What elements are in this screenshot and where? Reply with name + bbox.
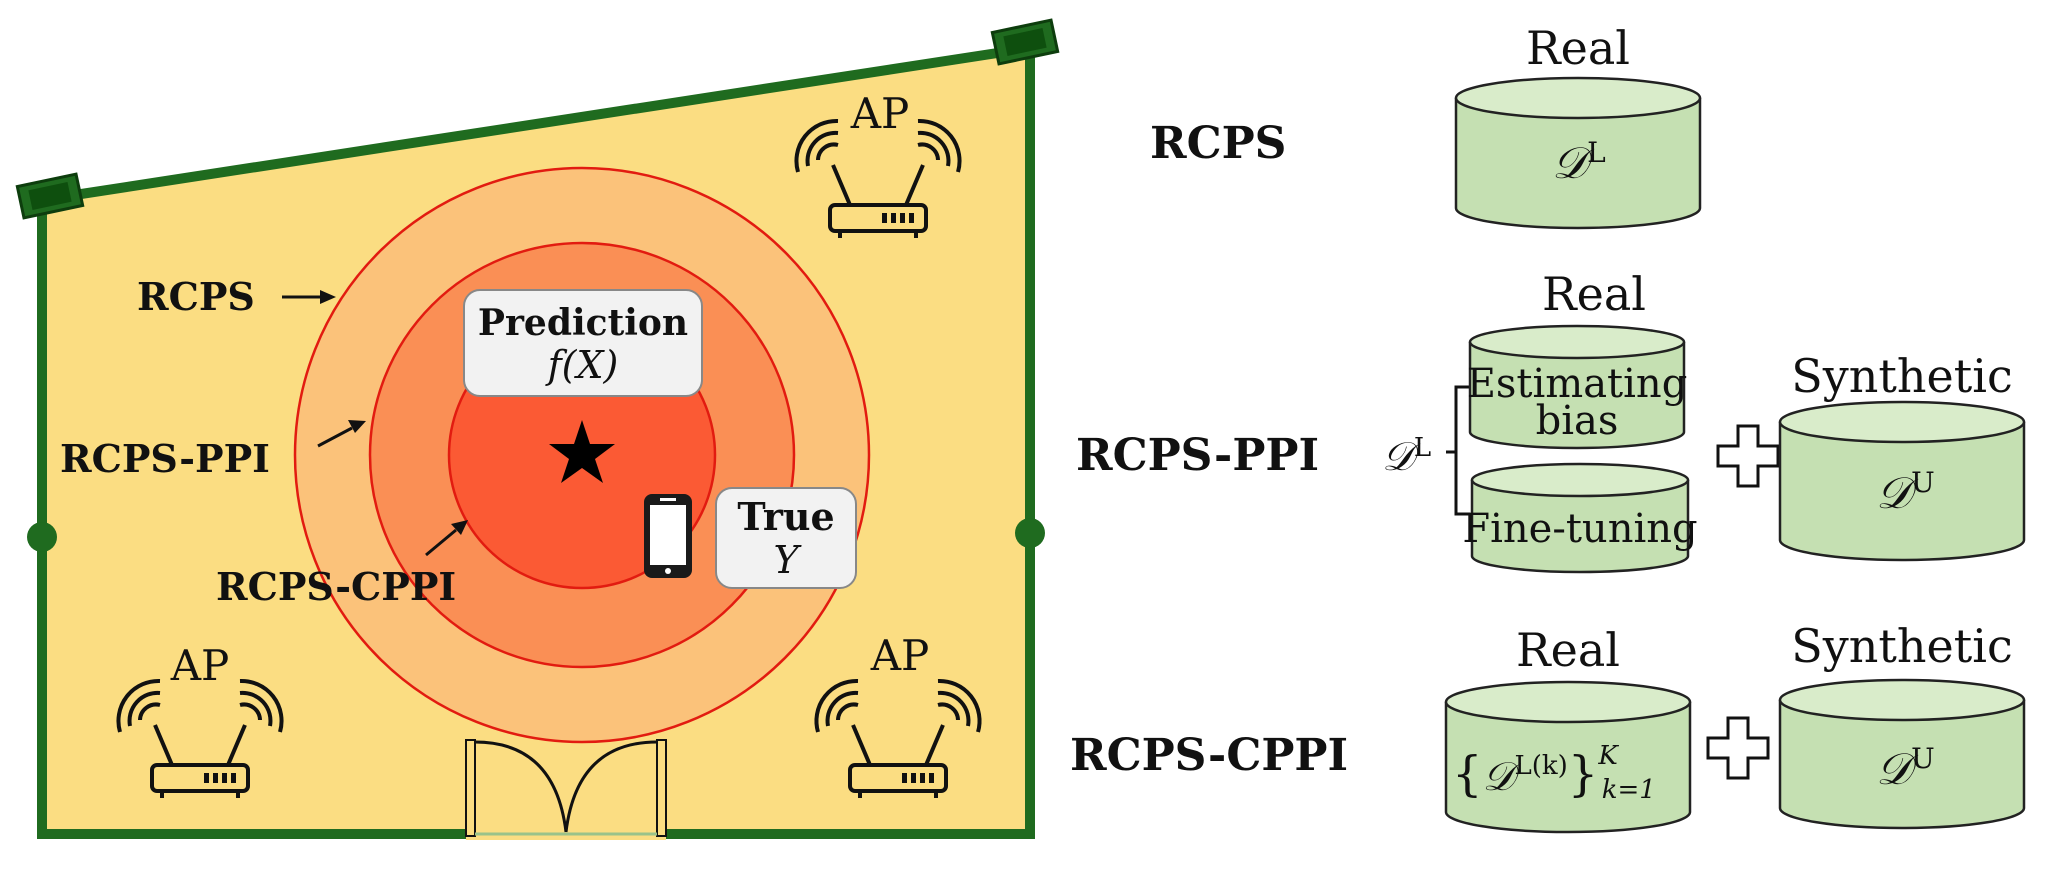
prediction-box: Prediction f(X) (463, 289, 703, 397)
dl-brace-label: 𝒟L (1382, 433, 1431, 480)
door (465, 739, 667, 840)
phone-icon (644, 494, 692, 578)
router-icon (116, 678, 284, 798)
rcps-cppi-synthetic-dataset: Synthetic 𝒟U (1778, 619, 2026, 830)
plus-icon (1706, 716, 1770, 780)
router-icon (794, 118, 962, 238)
arrow-rcps-ppi (348, 420, 366, 433)
access-point-bottom-left: AP (116, 641, 284, 798)
fine-tuning-dataset: Fine-tuning (1462, 462, 1698, 574)
true-box: True Y (715, 487, 857, 589)
estimating-label: Estimating (1467, 361, 1688, 407)
label-rcps-cppi-region: RCPS-CPPI (216, 564, 456, 609)
rcps-ppi-synthetic-dataset: Synthetic 𝒟U (1778, 349, 2026, 562)
method-rcps-cppi: RCPS-CPPI (1070, 730, 1348, 781)
label-rcps-region: RCPS (137, 274, 255, 319)
arrow-rcps-cppi (451, 520, 468, 535)
ap-label: AP (870, 631, 930, 680)
true-title: True (737, 494, 834, 539)
prediction-expr: f(X) (545, 343, 619, 387)
true-expr: Y (773, 538, 802, 582)
du-symbol: 𝒟U (1876, 466, 1935, 519)
synthetic-label: Synthetic (1791, 619, 2012, 673)
real-label: Real (1542, 267, 1646, 321)
real-label: Real (1516, 623, 1620, 677)
split-brace (1446, 385, 1470, 516)
label-rcps-ppi-region: RCPS-PPI (60, 436, 270, 481)
real-label: Real (1526, 21, 1630, 75)
fine-tuning-label: Fine-tuning (1462, 506, 1697, 552)
estimating-bias-dataset: Estimating bias (1467, 324, 1688, 450)
prediction-title: Prediction (478, 302, 688, 344)
ap-label: AP (170, 641, 230, 690)
wall-hinge-right (1015, 518, 1045, 548)
access-point-bottom-right: AP (814, 631, 982, 798)
plus-icon (1716, 424, 1780, 488)
method-rcps: RCPS (1150, 118, 1286, 169)
arrow-rcps (320, 290, 336, 304)
access-point-top-right: AP (794, 89, 962, 238)
ap-label: AP (850, 89, 910, 138)
floor-plan: Prediction f(X) True Y RCPS RCPS-PPI RCP… (15, 18, 1060, 840)
prediction-star-icon (549, 420, 615, 483)
bias-label: bias (1536, 398, 1619, 444)
router-icon (814, 678, 982, 798)
wall-hinge-left (27, 522, 57, 552)
rcps-real-dataset: Real 𝒟L (1454, 21, 1702, 230)
method-rcps-ppi: RCPS-PPI (1076, 430, 1319, 481)
synthetic-label: Synthetic (1791, 349, 2012, 403)
